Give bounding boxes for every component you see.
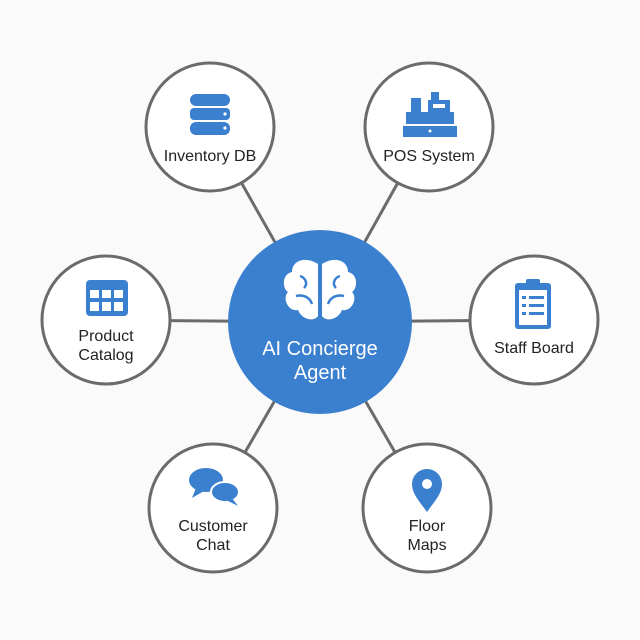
node-label-line1: Product [78,328,134,345]
chat-bubbles-icon [189,468,240,506]
node-inventory-db[interactable]: Inventory DB [144,61,276,193]
clipboard-icon [515,279,551,329]
node-label-line1: Customer [178,518,248,535]
node-product-catalog[interactable]: Product Catalog [40,254,172,386]
node-label: Staff Board [494,340,574,357]
node-staff-board[interactable]: Staff Board [468,254,600,386]
node-customer-chat[interactable]: Customer Chat [147,442,279,574]
node-label: Inventory DB [164,148,256,165]
center-label-line2: Agent [294,362,347,384]
brain-icon [283,259,357,320]
node-label-line2: Maps [407,537,446,554]
grid-icon [86,280,128,316]
cash-register-icon [403,92,457,137]
center-label-line1: AI Concierge [262,338,378,360]
node-label-line1: Floor [409,518,446,535]
map-pin-icon [412,469,442,512]
center-node-ai-concierge[interactable]: AI Concierge Agent [228,230,412,414]
node-floor-maps[interactable]: Floor Maps [361,442,493,574]
node-label-line2: Catalog [78,347,133,364]
node-label-line2: Chat [196,537,230,554]
node-pos-system[interactable]: POS System [363,61,495,193]
node-label: POS System [383,148,475,165]
database-icon [190,94,230,135]
